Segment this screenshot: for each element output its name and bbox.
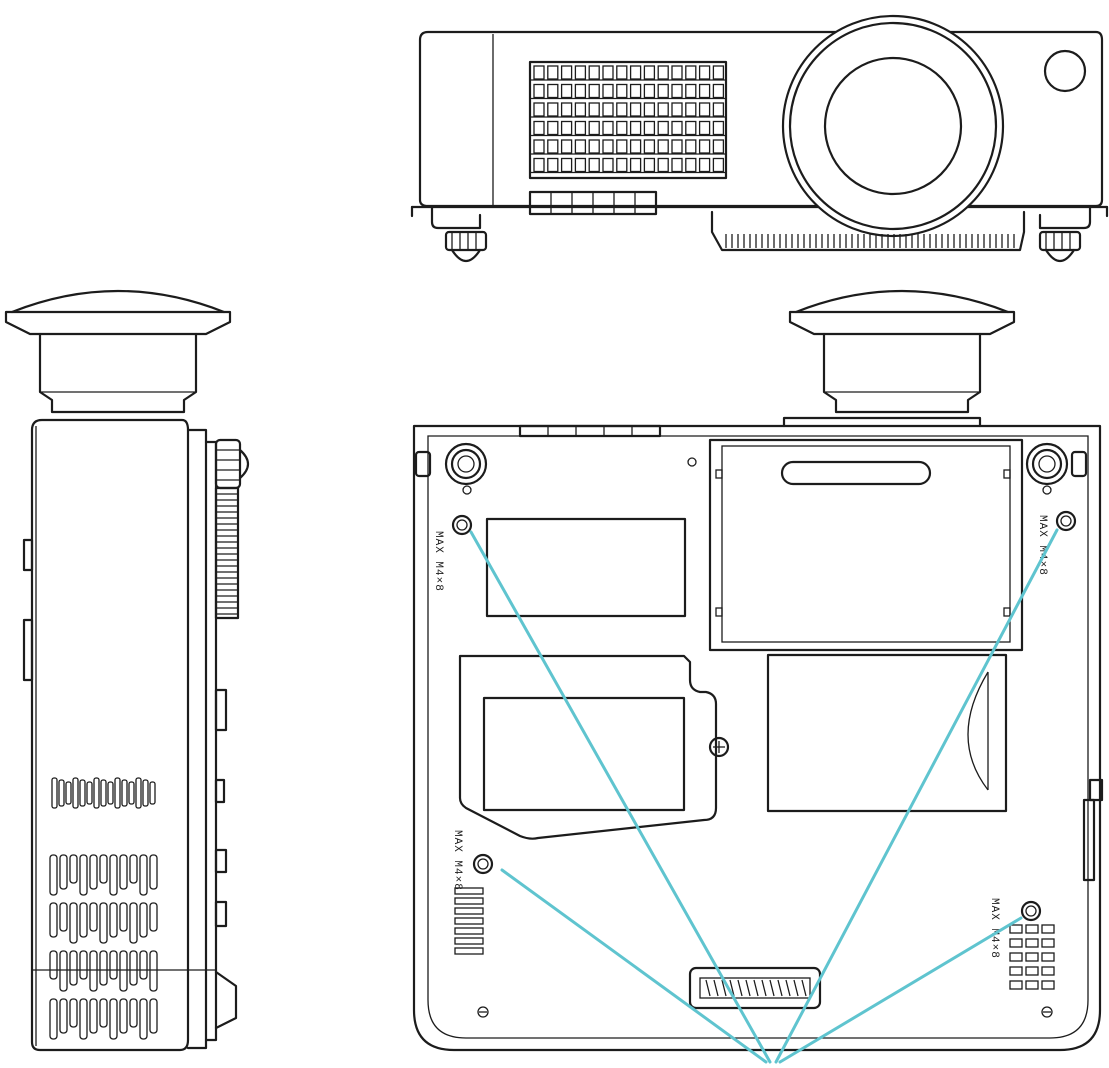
pointer-line-bottom-left <box>500 868 768 1064</box>
side-view <box>4 289 250 1052</box>
front-vent-grille <box>528 60 728 180</box>
label-plate-upper <box>485 517 687 618</box>
mount-hole-top-left <box>451 514 473 536</box>
lamp-cover <box>458 654 730 840</box>
front-lower-vents <box>528 190 658 216</box>
bottom-vents-left <box>454 887 484 955</box>
lamp-screw-icon <box>708 736 730 758</box>
label-plate-lower <box>766 653 1008 813</box>
front-foot-left <box>444 230 488 263</box>
corner-screws <box>477 1006 1053 1018</box>
side-vent-lower <box>49 854 158 1040</box>
side-bottom-foot <box>214 970 238 1030</box>
front-view <box>410 14 1109 263</box>
pointer-line-top-right <box>774 528 1059 1064</box>
filter-cover <box>708 438 1024 652</box>
pointer-line-bottom-right <box>778 916 1023 1064</box>
front-ir-sensor-icon <box>1043 49 1087 93</box>
mount-label-bottom-left: MAX M4×8 <box>451 830 463 891</box>
mount-pointer-lines <box>469 528 1059 1064</box>
side-top-foot <box>214 438 250 490</box>
mount-hole-bottom-left <box>472 853 494 875</box>
mount-label-top-left: MAX M4×8 <box>432 531 444 592</box>
side-vent-upper <box>51 777 156 809</box>
bottom-edge-latches <box>1082 778 1104 882</box>
rear-foot <box>688 966 822 1010</box>
front-lens <box>781 14 1005 238</box>
mount-hole-top-right <box>1055 510 1077 532</box>
bottom-foot-right <box>1025 442 1088 495</box>
front-foot-right <box>1038 230 1082 263</box>
side-lens <box>4 289 232 414</box>
mount-label-bottom-right: MAX M4×8 <box>988 898 1000 959</box>
front-bottom-fins <box>710 210 1026 252</box>
side-fins <box>214 486 240 620</box>
pointer-line-top-left <box>469 530 772 1064</box>
bottom-vents-right <box>1009 924 1055 990</box>
bottom-lens <box>788 289 1016 414</box>
mount-label-top-right: MAX M4×8 <box>1036 515 1048 576</box>
mount-hole-bottom-right <box>1020 900 1042 922</box>
bottom-view: MAX M4×8 MAX M4×8 MAX M4×8 MAX M4×8 <box>412 289 1104 1064</box>
bottom-foot-left <box>414 442 488 495</box>
